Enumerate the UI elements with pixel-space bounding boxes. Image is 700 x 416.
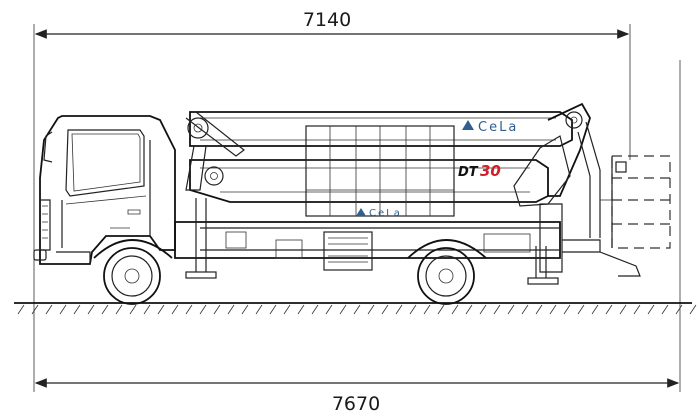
ground-line [14, 302, 697, 315]
bottom-dimension: 7670 [33, 60, 681, 415]
ground-hatch-mark [297, 304, 305, 315]
ground-hatch-mark [549, 304, 557, 315]
ground-hatch-mark [409, 304, 417, 315]
ground-hatch-mark [283, 304, 291, 315]
ground-hatch-mark [647, 304, 655, 315]
rear-wheel [417, 247, 475, 305]
ground-hatch-mark [605, 304, 613, 315]
ground-hatch-mark [199, 304, 207, 315]
ground-hatch-mark [563, 304, 571, 315]
ground-hatch-mark [675, 304, 683, 315]
model-number: 30 [480, 162, 501, 180]
boom-assembly [185, 102, 612, 238]
ground-hatch-mark [157, 304, 165, 315]
model-badge: DT 30 [458, 162, 501, 180]
ground-hatch-mark [17, 304, 25, 315]
top-dimension-label: 7140 [303, 9, 351, 31]
ground-hatch-mark [451, 304, 459, 315]
ground-hatch-mark [437, 304, 445, 315]
brand-name-boom: CeLa [478, 120, 518, 135]
ground-hatch-mark [661, 304, 669, 315]
bottom-dimension-label: 7670 [332, 393, 380, 415]
truck-cab [33, 115, 176, 265]
ground-hatch-mark [255, 304, 263, 315]
brand-name-chassis: CeLa [369, 208, 402, 219]
ground-hatch-mark [465, 304, 473, 315]
ground-hatch-mark [493, 304, 501, 315]
ground-hatch-mark [115, 304, 123, 315]
ground-hatch-mark [311, 304, 319, 315]
ground-hatch-mark [395, 304, 403, 315]
ground-hatch-mark [31, 304, 39, 315]
ground-hatch-mark [619, 304, 627, 315]
ground-hatch-mark [73, 304, 81, 315]
ground-hatch-mark [381, 304, 389, 315]
ground-hatch-mark [59, 304, 67, 315]
ground-hatch-mark [521, 304, 529, 315]
ground-hatch-mark [479, 304, 487, 315]
ground-hatch-mark [45, 304, 53, 315]
ground-hatch-mark [633, 304, 641, 315]
ground-hatch-mark [101, 304, 109, 315]
ground-hatch-mark [353, 304, 361, 315]
ground-hatch-mark [325, 304, 333, 315]
ground-hatch-mark [227, 304, 235, 315]
work-basket [611, 155, 671, 249]
ground-hatch-mark [129, 304, 137, 315]
model-prefix: DT [458, 165, 479, 180]
ground-hatch-mark [591, 304, 599, 315]
ground-hatch-mark [241, 304, 249, 315]
ground-hatch-mark [507, 304, 515, 315]
ground-hatch-mark [339, 304, 347, 315]
ground-hatch-mark [689, 304, 697, 315]
front-wheel [103, 247, 161, 305]
brand-logo-boom: CeLa [462, 120, 518, 135]
ground-hatch-mark [143, 304, 151, 315]
ground-hatch-mark [213, 304, 221, 315]
ground-hatch-mark [423, 304, 431, 315]
ground-hatch-mark [87, 304, 95, 315]
ground-hatch-mark [367, 304, 375, 315]
ground-hatch-mark [577, 304, 585, 315]
ground-hatch-mark [535, 304, 543, 315]
ground-hatch-mark [269, 304, 277, 315]
brand-logo-chassis: CeLa [356, 208, 402, 219]
ground-hatch-mark [185, 304, 193, 315]
truck-chassis [93, 198, 641, 285]
ground-hatch-mark [171, 304, 179, 315]
